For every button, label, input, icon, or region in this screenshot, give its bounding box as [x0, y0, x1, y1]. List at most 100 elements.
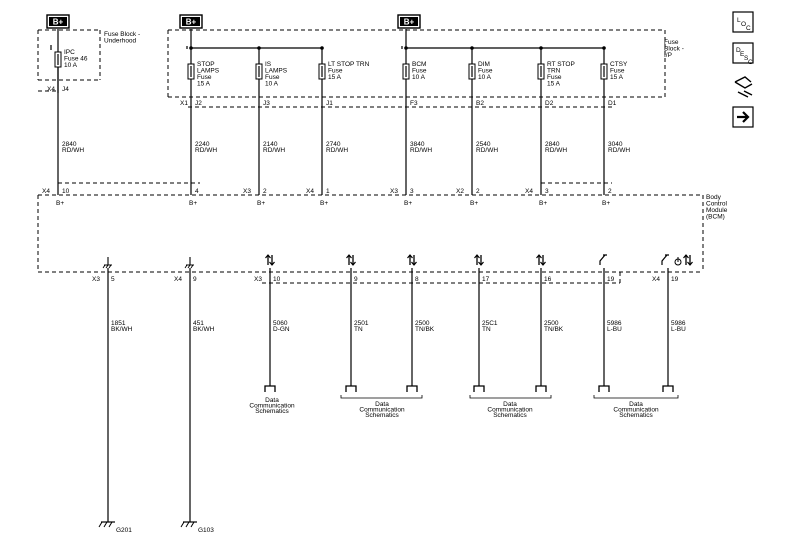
bcm-label: (BCM)	[706, 214, 725, 221]
bcm-b-plus-label: B+	[602, 200, 610, 207]
b-plus-text: B+	[186, 18, 197, 27]
underhood-block-label: Underhood	[104, 38, 137, 45]
location-of-components-icon[interactable]: LOC	[732, 11, 754, 33]
fuse-label-5: DIM	[478, 61, 490, 68]
connector-label: X1	[180, 100, 188, 107]
wire-number: 2501	[354, 320, 369, 327]
wire-color: BK/WH	[193, 326, 215, 333]
ground-hatch	[185, 521, 190, 528]
connector-label: X4	[652, 276, 660, 283]
bcm-label: Control	[706, 201, 728, 208]
pin-label: 10	[273, 276, 281, 283]
fuse-label-1: Fuse	[197, 74, 212, 81]
bcm-pin-label: 2	[476, 188, 480, 195]
wire-number: 2240	[195, 141, 210, 148]
fuse-label-2: Fuse	[265, 74, 280, 81]
connector-end-icon	[598, 385, 610, 392]
pin-label: D2	[545, 100, 554, 107]
fuse-label-3: LT STOP TRN	[328, 61, 370, 68]
pin-label: J2	[195, 100, 202, 107]
ground-icon	[98, 521, 113, 528]
ground-icon	[180, 521, 195, 528]
svg-text:S: S	[744, 55, 749, 62]
pin-label: D1	[608, 100, 617, 107]
fuse-label-2: IS	[265, 61, 272, 68]
fuse-label-0: Fuse 46	[64, 56, 88, 63]
fuse-label-5: 10 A	[478, 74, 492, 81]
bcm-pin-label: 1	[326, 188, 330, 195]
data-communication-label: Schematics	[493, 412, 527, 419]
wire-color: RD/WH	[545, 147, 567, 154]
fuse-label-3: Fuse	[328, 68, 343, 75]
wire-number: 2840	[62, 141, 77, 148]
fuse-label-7: 15 A	[610, 74, 624, 81]
bcm-b-plus-label: B+	[320, 200, 328, 207]
wire-color: L-BU	[607, 326, 622, 333]
data-communication-label: Schematics	[619, 412, 653, 419]
fuse-label-6: 15 A	[547, 81, 561, 88]
wire-number: 5986	[607, 320, 622, 327]
data-communication-label: Communication	[487, 407, 533, 414]
bcm-connector-label: X4	[42, 188, 50, 195]
connector-label: X4	[47, 86, 55, 93]
svg-text:E: E	[740, 51, 745, 58]
wire-color: RD/WH	[608, 147, 630, 154]
b-plus-fill	[400, 17, 418, 26]
wire-color: RD/WH	[410, 147, 432, 154]
b-plus-ip-2: B+	[397, 14, 421, 29]
bcm-pin-label: 2	[608, 188, 612, 195]
b-plus-fill	[49, 17, 67, 26]
bcm-b-plus-label: B+	[404, 200, 412, 207]
fuse-label-1: STOP	[197, 61, 215, 68]
group-brace	[469, 395, 552, 399]
group-brace	[593, 395, 679, 399]
wire-color: RD/WH	[62, 147, 84, 154]
fuse-label-1: LAMPS	[197, 68, 220, 75]
bcm-pin-label: 3	[410, 188, 414, 195]
fuse-label-6: RT STOP	[547, 61, 575, 68]
fuse-label-2: 10 A	[265, 81, 279, 88]
underhood-block-label: Fuse Block -	[104, 31, 140, 38]
pin-label: 16	[544, 276, 552, 283]
fuse-label-0: 10 A	[64, 62, 78, 69]
data-communication-label: Communication	[613, 407, 659, 414]
wire-color: TN/BK	[415, 326, 435, 333]
fuse-label-0: IPC	[64, 49, 75, 56]
bcm-connector-label: X3	[390, 188, 398, 195]
wire-number: 2540	[476, 141, 491, 148]
wire-color: L-BU	[671, 326, 686, 333]
pin-label: 19	[671, 276, 679, 283]
wire-number: 5986	[671, 320, 686, 327]
internal-ground-icon	[184, 257, 194, 269]
next-page-arrow-icon[interactable]	[732, 106, 754, 128]
data-communication-label: Data	[265, 397, 279, 404]
pin-label: J3	[263, 100, 270, 107]
data-communication-label: Data	[503, 401, 517, 408]
svg-text:D: D	[736, 47, 741, 54]
bcm-b-plus-label: B+	[470, 200, 478, 207]
internal-ground-icon	[102, 257, 112, 269]
wire-color: RD/WH	[195, 147, 217, 154]
connector-end-view-icon[interactable]	[734, 76, 753, 98]
wire-color: TN/BK	[544, 326, 564, 333]
wire-number: 2500	[544, 320, 559, 327]
fuse-label-1: 15 A	[197, 81, 211, 88]
wire-number: 1851	[111, 320, 126, 327]
bidirectional-arrow-icon	[536, 254, 546, 266]
b-plus-text: B+	[404, 18, 415, 27]
pin-label: 9	[354, 276, 358, 283]
group-brace	[340, 395, 423, 399]
switch-icon	[599, 254, 607, 265]
b-plus-ip-1: B+	[179, 14, 203, 29]
bcm-connector-label: X3	[243, 188, 251, 195]
data-communication-label: Data	[629, 401, 643, 408]
wire-color: TN	[482, 326, 491, 333]
data-communication-label: Schematics	[255, 408, 289, 415]
ip-block-label: Fuse	[664, 39, 679, 46]
bcm-b-plus-label: B+	[257, 200, 265, 207]
ip-block-label: I/P	[664, 52, 672, 59]
ground-hatch	[98, 521, 103, 528]
fuse-label-4: 10 A	[412, 74, 426, 81]
